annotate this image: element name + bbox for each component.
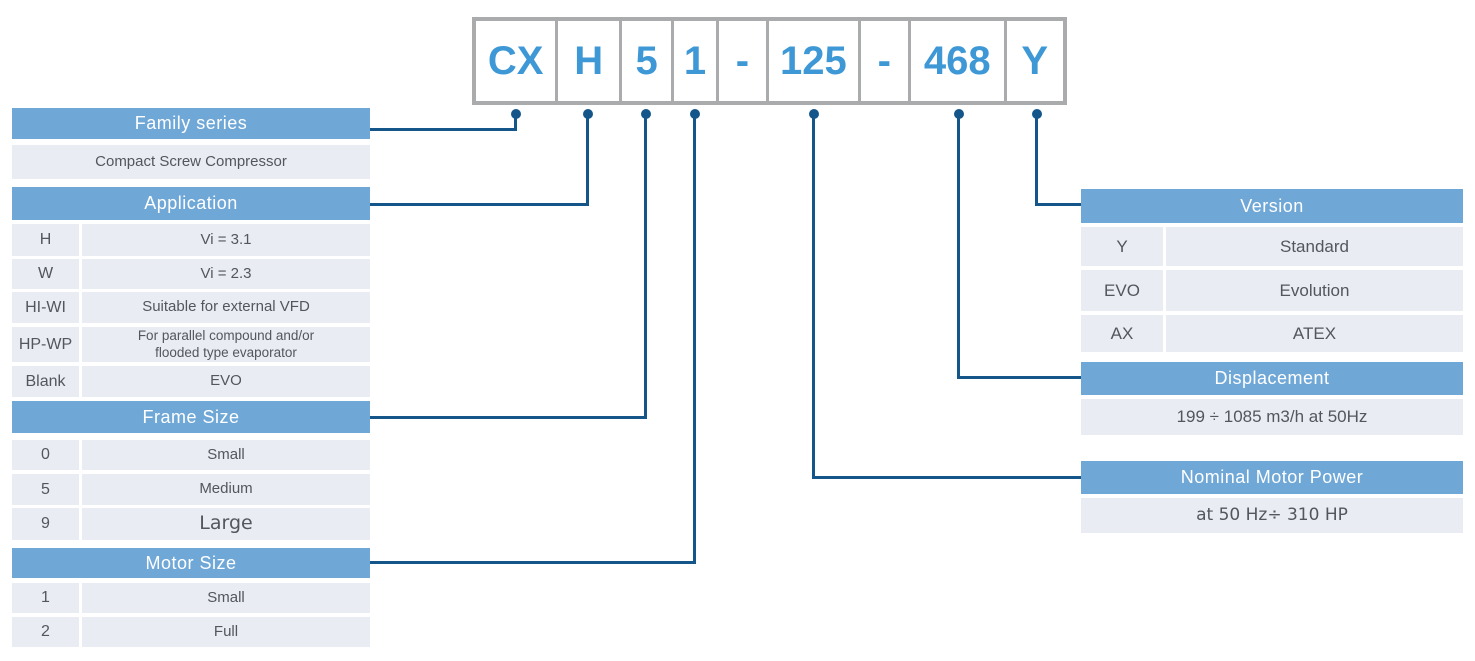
row-value: Small [82, 440, 370, 470]
code-cell-displacement: 468 [911, 21, 1004, 101]
displacement-value: 199 ÷ 1085 m3/h at 50Hz [1081, 399, 1463, 435]
row-key: AX [1081, 315, 1163, 352]
row-key: 9 [12, 508, 79, 540]
version-row-ax: AX ATEX [1081, 315, 1463, 352]
row-key: 2 [12, 617, 79, 647]
nominal-motor-power-value: at 50 Hz÷ 310 HP [1081, 498, 1463, 533]
row-value: Medium [82, 474, 370, 505]
family-series-value: Compact Screw Compressor [12, 145, 370, 179]
application-header: Application [12, 187, 370, 220]
row-value: Vi = 3.1 [82, 224, 370, 256]
code-cell-motor-size: 1 [674, 21, 716, 101]
row-key: 1 [12, 583, 79, 613]
row-key: Y [1081, 227, 1163, 266]
connector-line-version-h [1035, 203, 1081, 206]
row-value: Suitable for external VFD [82, 292, 370, 323]
row-key: HP-WP [12, 327, 79, 362]
connector-line-version-v [1035, 114, 1038, 206]
code-cell-family: CX [476, 21, 556, 101]
nominal-motor-power-header: Nominal Motor Power [1081, 461, 1463, 494]
frame-size-header: Frame Size [12, 401, 370, 433]
application-row-w: W Vi = 2.3 [12, 259, 370, 289]
model-code-strip: CX H 5 1 - 125 - 468 Y [472, 17, 1067, 105]
code-cell-hyphen-1: - [718, 21, 767, 101]
connector-line-motor-size-v [693, 114, 696, 564]
connector-line-family-h [370, 128, 517, 131]
frame-size-row-5: 5 Medium [12, 474, 370, 505]
row-key: Blank [12, 366, 79, 397]
row-value: Full [82, 617, 370, 647]
motor-size-row-2: 2 Full [12, 617, 370, 647]
row-value: EVO [82, 366, 370, 397]
row-key: 0 [12, 440, 79, 470]
code-cell-motor-power: 125 [769, 21, 858, 101]
row-value: Small [82, 583, 370, 613]
row-key: H [12, 224, 79, 256]
application-row-hp-wp: HP-WP For parallel compound and/or flood… [12, 327, 370, 362]
application-row-hi-wi: HI-WI Suitable for external VFD [12, 292, 370, 323]
connector-line-family-v [514, 114, 517, 131]
family-series-row: Compact Screw Compressor [12, 145, 370, 179]
connector-line-displacement-h [957, 376, 1081, 379]
frame-size-row-0: 0 Small [12, 440, 370, 470]
connector-line-application-v [586, 114, 589, 206]
row-value: ATEX [1166, 315, 1463, 352]
version-row-y: Y Standard [1081, 227, 1463, 266]
motor-size-row-1: 1 Small [12, 583, 370, 613]
frame-size-row-9: 9 Large [12, 508, 370, 540]
row-value: Standard [1166, 227, 1463, 266]
nominal-motor-power-row: at 50 Hz÷ 310 HP [1081, 498, 1463, 533]
connector-line-displacement-v [957, 114, 960, 379]
row-key: EVO [1081, 270, 1163, 311]
displacement-header: Displacement [1081, 362, 1463, 395]
row-value: Large [82, 508, 370, 540]
connector-line-application-h [370, 203, 589, 206]
application-row-h: H Vi = 3.1 [12, 224, 370, 256]
code-cell-application: H [558, 21, 619, 101]
row-value: Vi = 2.3 [82, 259, 370, 289]
row-key: W [12, 259, 79, 289]
row-key: 5 [12, 474, 79, 505]
connector-line-motor-power-v [812, 114, 815, 479]
connector-line-frame-size-h [370, 416, 647, 419]
row-value-line-2: flooded type evaporator [155, 344, 297, 360]
family-series-header: Family series [12, 108, 370, 139]
displacement-row: 199 ÷ 1085 m3/h at 50Hz [1081, 399, 1463, 435]
connector-line-motor-size-h [370, 561, 696, 564]
connector-line-motor-power-h [812, 476, 1081, 479]
version-header: Version [1081, 189, 1463, 223]
row-value: For parallel compound and/or flooded typ… [82, 327, 370, 362]
code-cell-frame-size: 5 [621, 21, 672, 101]
row-value: Evolution [1166, 270, 1463, 311]
row-value-line-1: For parallel compound and/or [137, 327, 315, 343]
row-key: HI-WI [12, 292, 79, 323]
code-cell-version: Y [1006, 21, 1063, 101]
application-row-blank: Blank EVO [12, 366, 370, 397]
motor-size-header: Motor Size [12, 548, 370, 578]
version-row-evo: EVO Evolution [1081, 270, 1463, 311]
code-cell-hyphen-2: - [860, 21, 909, 101]
connector-line-frame-size-v [644, 114, 647, 419]
